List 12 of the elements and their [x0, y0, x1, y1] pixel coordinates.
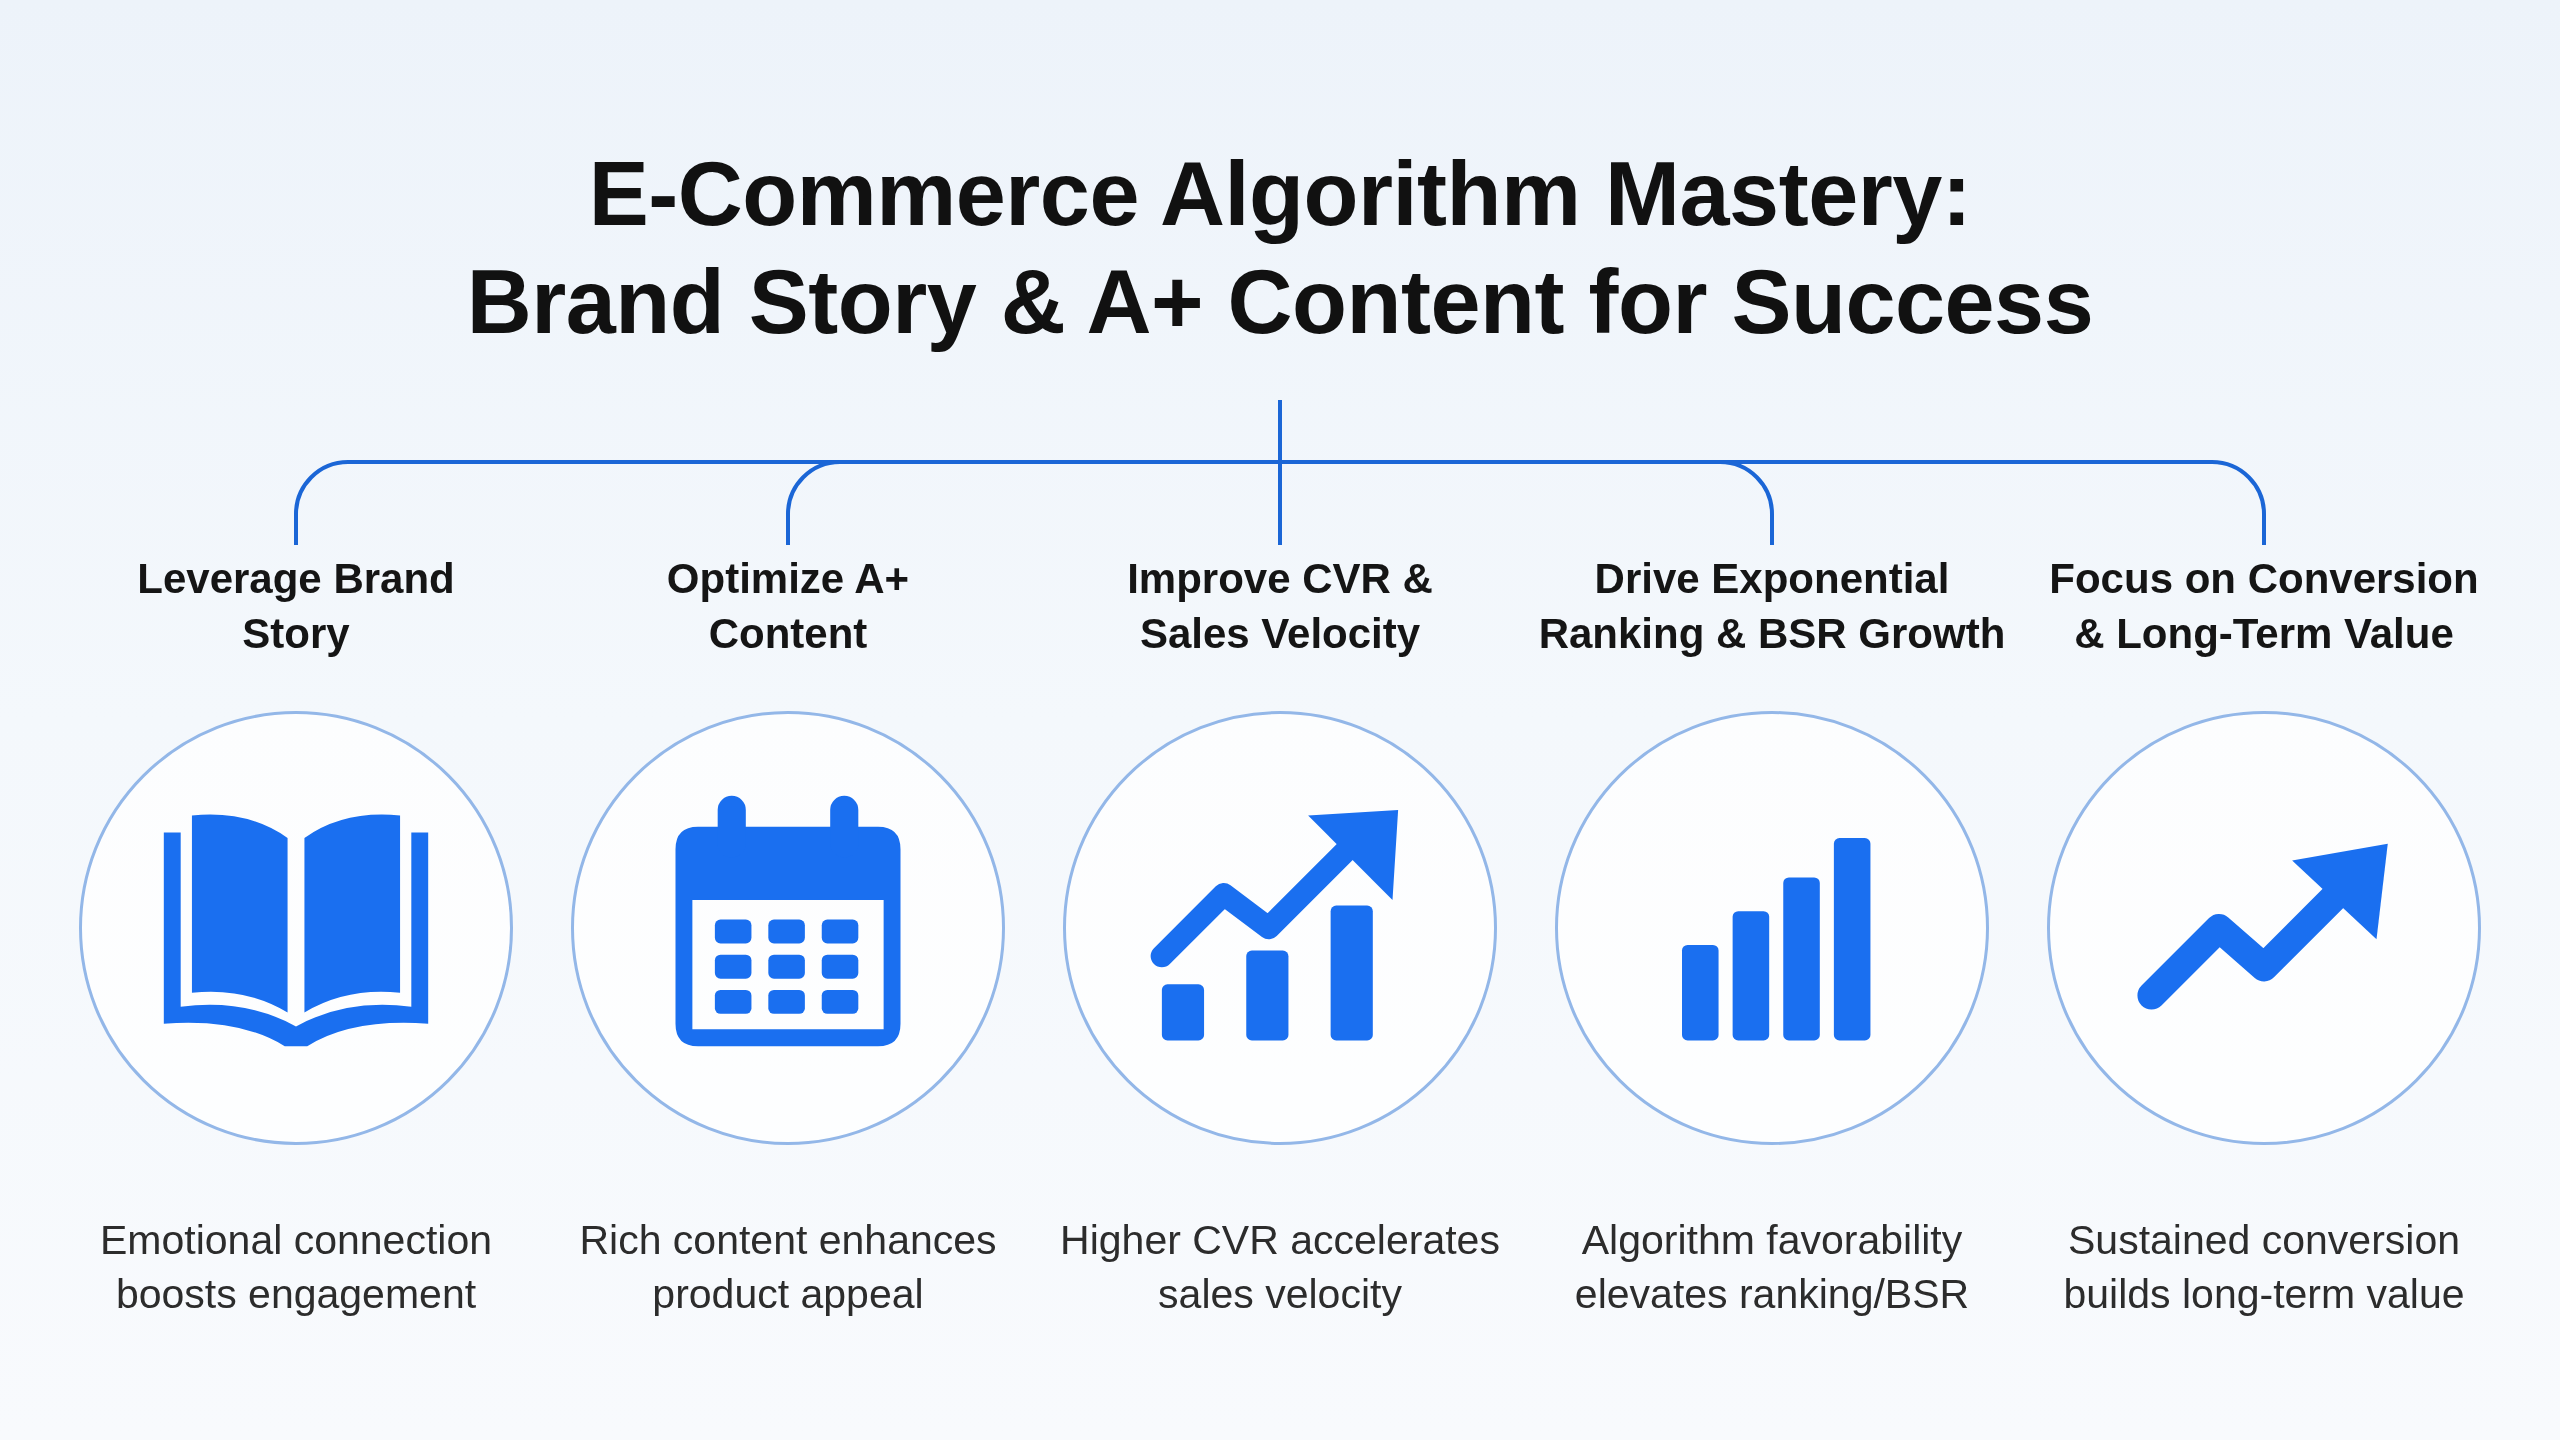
step-heading: Drive Exponential Ranking & BSR Growth [1537, 554, 2007, 659]
step-heading: Improve CVR & Sales Velocity [1126, 554, 1434, 659]
step-heading: Focus on Conversion & Long-Term Value [2048, 554, 2480, 659]
step-description: Algorithm favorability elevates ranking/BSR [1573, 1216, 1971, 1319]
step-description: Higher CVR accelerates sales velocity [1059, 1216, 1501, 1319]
step-description: Emotional connection boosts engagement [99, 1216, 493, 1319]
connector-line [1278, 400, 2266, 545]
title: E-Commerce Algorithm Mastery: Brand Story & A+ Content for Success [465, 143, 2095, 354]
step-description: Rich content enhances product appeal [578, 1216, 998, 1319]
step-heading: Leverage Brand Story [136, 554, 456, 659]
step-description: Sustained conversion builds long-term value [2062, 1216, 2466, 1319]
step-heading: Optimize A+ Content [665, 554, 911, 659]
